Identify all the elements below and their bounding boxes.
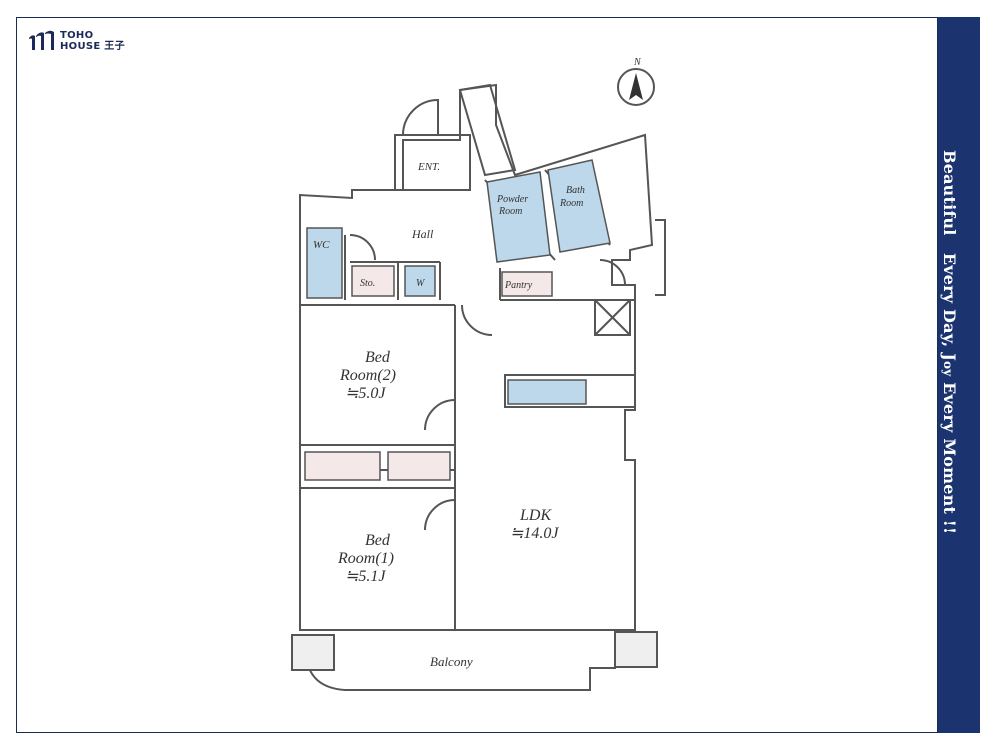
balcony-outline: [291, 632, 656, 691]
content-frame: [16, 17, 938, 733]
label-balcony: Balcony: [430, 654, 473, 669]
tagline-every-moment: Every Moment !!: [940, 376, 959, 535]
label-powder-room-1: Powder: [496, 194, 528, 205]
label-storage: Sto.: [360, 278, 375, 289]
tagline-oy: oy: [941, 360, 955, 377]
outer-wall: [299, 83, 654, 631]
label-entrance: ENT.: [417, 161, 440, 173]
label-bed1-area: ≒5.1J: [345, 568, 386, 585]
label-bed2-area: ≒5.0J: [345, 385, 386, 402]
tagline: Beautiful Every Day, Joy Every Moment !!: [940, 150, 959, 534]
label-washer: W: [416, 278, 426, 289]
label-bed1-line2: Room(1): [337, 550, 394, 567]
label-wc: WC: [313, 239, 330, 251]
label-bed1-line1: Bed: [365, 532, 391, 549]
label-bath-room-1: Bath: [566, 185, 585, 196]
brand-line2: HOUSE 王子: [60, 41, 125, 52]
floor-plan: N ENT. Hall WC Sto. W Powder Room Bath R…: [291, 57, 666, 691]
label-powder-room-2: Room: [498, 206, 522, 217]
toho-house-logo-icon: [29, 30, 54, 50]
compass-label: N: [633, 57, 642, 68]
label-bed2-line2: Room(2): [339, 367, 396, 384]
label-bed2-line1: Bed: [365, 349, 391, 366]
tagline-beautiful: Beautiful: [940, 150, 959, 236]
label-ldk-area: ≒14.0J: [510, 525, 559, 542]
label-pantry: Pantry: [504, 280, 533, 291]
label-ldk: LDK: [519, 507, 552, 524]
label-bath-room-2: Room: [559, 198, 583, 209]
tagline-every-day: Every Day, J: [940, 252, 959, 361]
label-hall: Hall: [411, 227, 434, 241]
brand-logo: TOHO HOUSE 王子: [26, 30, 125, 52]
side-band: [938, 17, 980, 733]
brand-line1: TOHO: [60, 30, 94, 41]
